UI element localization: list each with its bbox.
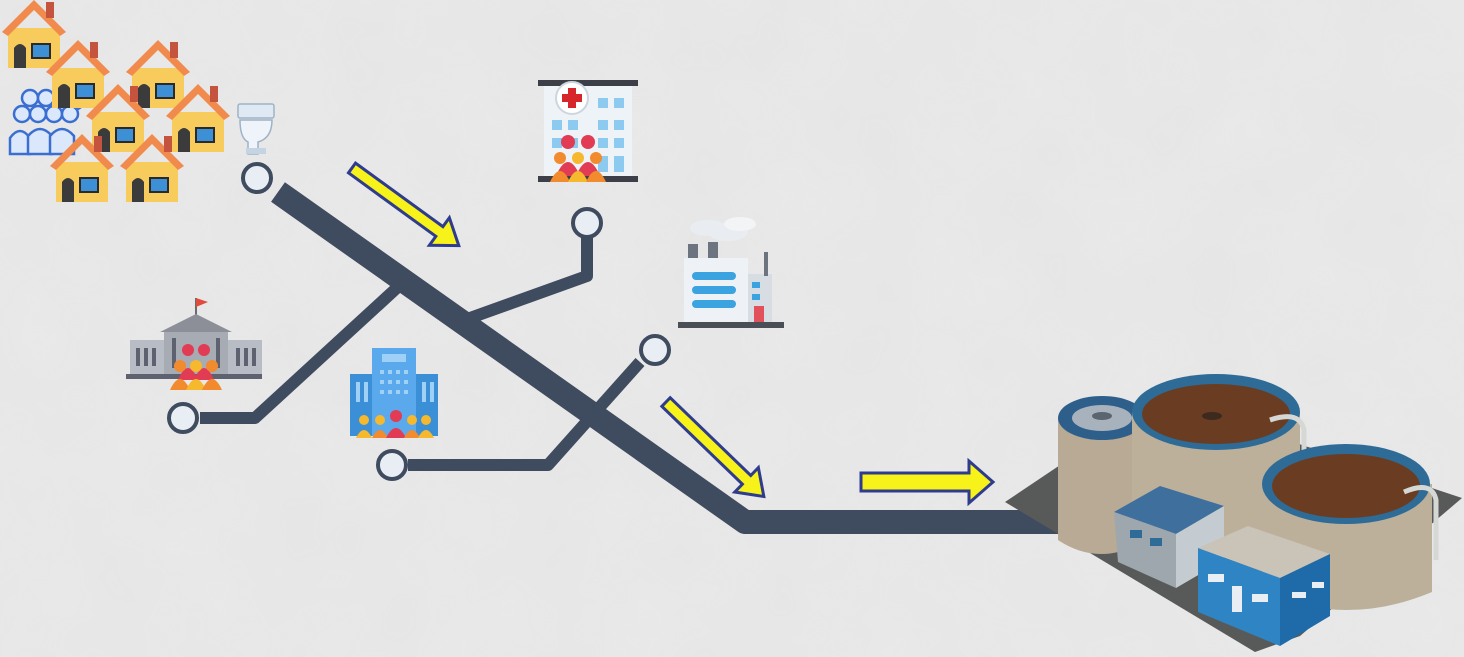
inlet-government xyxy=(169,404,197,432)
inlet-residential xyxy=(243,164,271,192)
hospital-branch-pipe xyxy=(470,222,587,318)
inlet-hospital xyxy=(573,209,601,237)
house-icon xyxy=(2,0,66,68)
inlet-factory xyxy=(641,336,669,364)
government-building-icon xyxy=(126,298,262,390)
office-building-icon xyxy=(350,348,438,438)
houses-icon xyxy=(2,0,230,202)
treatment-plant-icon xyxy=(1005,374,1462,652)
toilet-icon xyxy=(238,104,274,154)
inlet-office xyxy=(378,451,406,479)
factory-icon xyxy=(678,217,784,328)
flow-arrow-3 xyxy=(861,461,993,503)
hospital-icon xyxy=(538,80,638,182)
